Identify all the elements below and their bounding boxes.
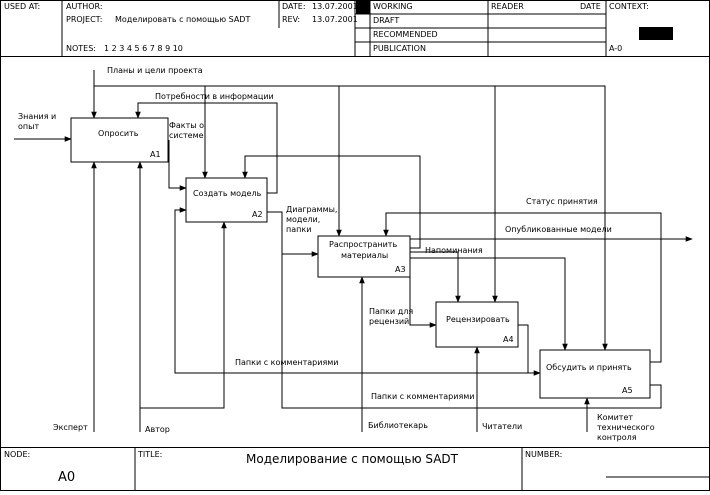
activity-a1-name: Опросить <box>98 129 139 138</box>
used-at-label: USED AT: <box>4 2 40 11</box>
activity-box-a4[interactable]: Рецензировать A4 <box>436 302 518 347</box>
label-acceptance-status: Статус принятия <box>526 197 598 206</box>
activity-a5-id: A5 <box>622 386 633 395</box>
arrow-commented-a4-a5 <box>518 325 540 373</box>
label-diagrams: Диаграммы,модели,папки <box>286 205 337 234</box>
label-commented-folders-1: Папки с комментариями <box>235 358 339 367</box>
project-label: PROJECT: <box>66 15 102 24</box>
status-working: WORKING <box>373 2 413 11</box>
date-value: 13.07.2001 <box>312 2 358 11</box>
arrow-author <box>140 222 224 432</box>
label-info-needs: Потребности в информации <box>155 92 274 101</box>
label-expert: Эксперт <box>53 423 88 432</box>
working-status-marker <box>356 1 370 14</box>
title-label: TITLE: <box>137 450 162 459</box>
arrow-acceptance-status <box>386 213 661 362</box>
node-value: A0 <box>58 470 75 485</box>
activity-a2-id: A2 <box>252 210 263 219</box>
number-label: NUMBER: <box>525 450 562 459</box>
rev-value: 13.07.2001 <box>312 15 358 24</box>
reader-date-label: DATE <box>580 2 601 11</box>
context-thumbnail <box>639 27 673 40</box>
notes-value: 1 2 3 4 5 6 7 8 9 10 <box>104 44 183 53</box>
arrow-a3-to-a4 <box>410 252 458 302</box>
status-draft: DRAFT <box>373 16 399 25</box>
reader-label: READER <box>491 2 524 11</box>
activity-box-a1[interactable]: Опросить A1 <box>71 118 168 162</box>
label-librarian: Библиотекарь <box>368 421 428 430</box>
activity-box-a2[interactable]: Создать модель A2 <box>186 178 267 222</box>
date-label: DATE: <box>282 2 306 11</box>
activity-a2-name: Создать модель <box>193 189 262 198</box>
activity-a1-id: A1 <box>150 150 161 159</box>
label-plans: Планы и цели проекта <box>107 66 203 75</box>
diagram-title: Моделирование с помощью SADT <box>246 452 459 466</box>
arrow-facts <box>169 140 186 188</box>
activity-a5-name: Обсудить и принять <box>546 363 632 372</box>
label-commented-folders-2: Папки с комментариями <box>371 392 475 401</box>
rev-label: REV: <box>282 15 300 24</box>
arrow-commented-to-a2 <box>175 210 540 373</box>
context-node: A-0 <box>609 44 622 53</box>
label-readers: Читатели <box>482 422 522 431</box>
activity-a3-id: A3 <box>395 265 406 274</box>
status-publication: PUBLICATION <box>373 44 426 53</box>
activity-a4-id: A4 <box>503 335 514 344</box>
project-value: Моделировать с помощью SADT <box>115 15 250 24</box>
arrow-review-folders <box>410 263 436 325</box>
label-published-models: Опубликованные модели <box>505 225 612 234</box>
notes-label: NOTES: <box>66 44 96 53</box>
activity-box-a5[interactable]: Обсудить и принять A5 <box>540 350 650 398</box>
label-reminders: Напоминания <box>425 246 483 255</box>
arrow-a3-to-a2 <box>245 156 420 248</box>
activity-a4-name: Рецензировать <box>446 315 510 324</box>
status-recommended: RECOMMENDED <box>373 30 438 39</box>
context-label: CONTEXT: <box>609 2 649 11</box>
author-label: AUTHOR: <box>66 2 103 11</box>
label-author: Автор <box>145 425 170 434</box>
node-label: NODE: <box>4 450 30 459</box>
arrow-plans-trunk <box>94 70 605 350</box>
